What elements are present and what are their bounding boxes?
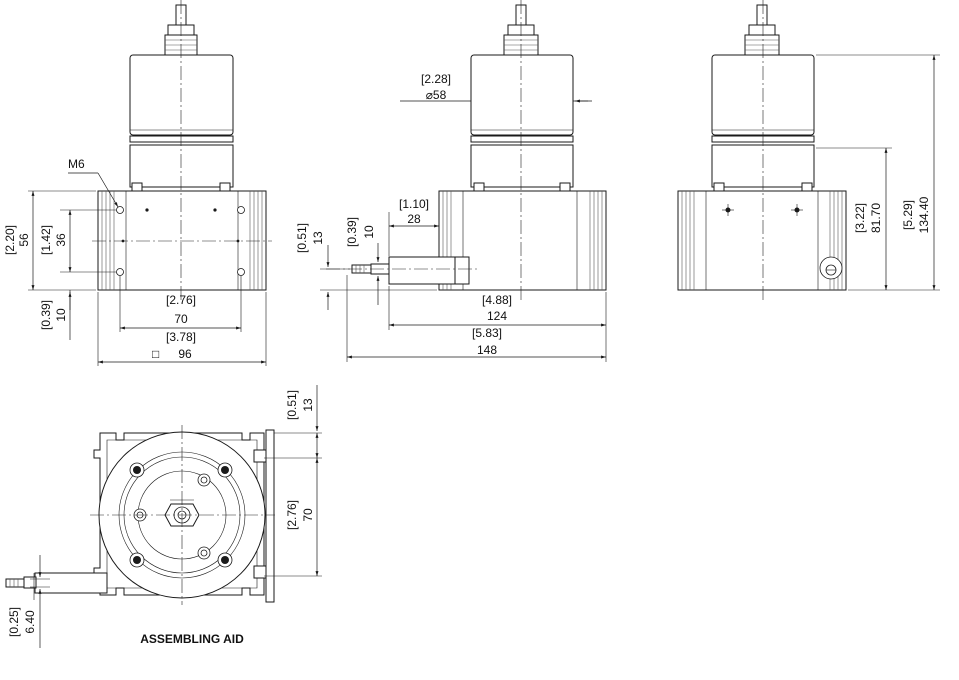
dim-hole-v-in: [1.42] [39,225,53,255]
dim-body-length-in: [4.88] [482,293,512,307]
dim-total-length-mm: 148 [477,343,497,357]
dim-hole-v-mm: 36 [54,233,68,247]
dim-bottom-in: [0.39] [39,300,53,330]
square-symbol: □ [152,347,159,361]
dim-total-height-mm: 134.40 [917,196,931,233]
dim-hole-h-mm: 70 [174,312,188,326]
dim-width-in: [3.78] [166,330,196,344]
dim-cable-offset-mm: 28 [407,212,421,226]
dim-diameter-mm: ⌀58 [426,88,447,102]
figure-caption: ASSEMBLING AID [140,632,244,646]
mounting-hole [237,206,245,214]
rear-view [677,0,940,300]
adapter-block [129,144,234,188]
dim-height-in: [2.20] [3,225,17,255]
adapter-block [470,144,574,188]
inner-screws [133,473,211,560]
encoder-housing [470,54,574,136]
dim-cable-height-in: [0.25] [7,607,21,637]
crosshair-marks [722,204,803,216]
dim-body-length-mm: 124 [487,309,507,323]
dim-width-mm: 96 [178,347,192,361]
wire-outlet [5,572,108,594]
mounting-hole [116,206,124,214]
dim-total-length-in: [5.83] [472,326,502,340]
dim-height-mm: 56 [17,233,31,247]
dim-hole-spacing-mm: 70 [301,508,315,522]
dim-hole-spacing-in: [2.76] [285,500,299,530]
dim-outlet-offset-mm: 10 [362,225,376,239]
cooling-fins-left [101,191,127,290]
thread-label: M6 [68,157,85,171]
mounting-hole [237,268,245,276]
drum-housing [677,190,847,291]
rotary-knob [819,256,843,280]
corner-holes [129,462,233,568]
dim-diameter-in: [2.28] [421,72,451,86]
dim-total-height-in: [5.29] [901,200,915,230]
encoder-housing [129,54,234,136]
dim-top-offset-in: [0.51] [285,390,299,420]
dim-housing-height-in: [3.22] [853,203,867,233]
front-view [28,0,272,366]
cable-gland [744,4,780,56]
dim-hole-h-in: [2.76] [166,293,196,307]
dim-cable-height-mm: 6.40 [23,610,37,634]
dim-top-offset-mm: 13 [301,398,315,412]
side-view [320,0,607,362]
dim-housing-height-mm: 81.70 [869,203,883,233]
dim-outlet-height-in: [0.51] [295,223,309,253]
top-view [5,385,322,648]
dim-outlet-offset-in: [0.39] [345,217,359,247]
dim-cable-offset-in: [1.10] [399,197,429,211]
dim-outlet-height-mm: 13 [311,231,325,245]
dim-bottom-mm: 10 [54,308,68,322]
mounting-hole [116,268,124,276]
wire-outlet [351,256,470,285]
